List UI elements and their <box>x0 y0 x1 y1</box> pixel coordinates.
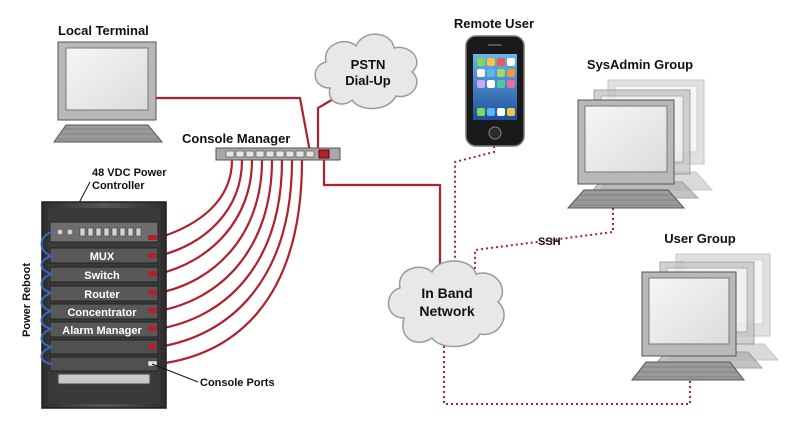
console-manager-ports <box>225 150 315 158</box>
cable-rack-3 <box>157 159 254 276</box>
cable-to-inband <box>322 160 442 270</box>
power-reboot-label: Power Reboot <box>21 263 33 337</box>
link-network-to-usergroup <box>443 336 691 405</box>
cable-rack-7 <box>157 159 294 349</box>
remote-user: Remote User <box>454 16 534 147</box>
sysadmin-terminal-front <box>566 99 686 209</box>
power-controller-label-line2: Controller <box>92 180 145 192</box>
sysadmin-group: SysAdmin Group <box>566 57 714 209</box>
link-phone-to-network <box>454 146 495 270</box>
uplink-port <box>318 149 330 159</box>
pstn-cloud: PSTN Dial-Up <box>314 33 418 110</box>
console-ports-label: Console Ports <box>200 377 275 389</box>
power-reboot-links <box>40 231 53 365</box>
console-ports-leader <box>151 363 199 383</box>
monitor-screen <box>65 47 149 111</box>
rack-unit-blank-2 <box>49 356 159 372</box>
rack-unit-label: Switch <box>84 270 120 282</box>
cable-rack-5 <box>157 159 274 313</box>
user-terminal-front <box>630 271 746 381</box>
inband-label-line1: In Band <box>421 285 472 301</box>
rack-unit-label: Concentrator <box>67 307 137 319</box>
keyboard-icon <box>53 124 164 143</box>
inband-dotted-links <box>443 146 691 405</box>
remote-user-label: Remote User <box>454 16 534 31</box>
link-sysadmin-to-network <box>474 208 614 270</box>
rack-unit-router: Router <box>49 285 159 302</box>
ssh-label: SSH <box>538 236 561 248</box>
keyboard-icon <box>630 361 746 381</box>
console-ports-callout: Console Ports <box>151 363 275 389</box>
cable-rack-6 <box>157 159 284 331</box>
inband-label-line2: Network <box>419 303 474 319</box>
user-group-label: User Group <box>664 231 736 246</box>
equipment-rack: MUX Switch Router Concentrator Alarm Man… <box>41 201 167 409</box>
rack-unit-alarm-manager: Alarm Manager <box>49 321 159 338</box>
cloud-shape <box>387 260 505 348</box>
cable-rack-2 <box>157 159 244 258</box>
console-manager: Console Manager <box>182 131 341 161</box>
rack-unit-label: Alarm Manager <box>62 325 142 337</box>
rack-unit-blank-1 <box>49 339 159 355</box>
power-controller-callout: 48 VDC Power Controller <box>69 167 167 221</box>
rack-unit-label: Router <box>84 289 120 301</box>
cable-rack-8 <box>157 159 304 366</box>
cable-local-terminal <box>148 96 312 153</box>
pstn-label-line1: PSTN <box>351 57 386 72</box>
rack-shelf <box>57 373 151 385</box>
sysadmin-group-label: SysAdmin Group <box>587 57 693 72</box>
inband-network-cloud: In Band Network <box>387 260 505 348</box>
rack-unit-label: MUX <box>90 251 115 263</box>
cloud-shape <box>314 33 418 110</box>
user-group: User Group <box>630 231 780 381</box>
phone-home-button <box>488 126 502 140</box>
console-manager-label: Console Manager <box>182 131 290 146</box>
local-terminal: Local Terminal <box>53 23 164 143</box>
cable-rack-1 <box>157 159 234 240</box>
cable-rack-4 <box>157 159 264 295</box>
rack-unit-concentrator: Concentrator <box>49 303 159 320</box>
rack-unit-mux: MUX <box>49 247 159 264</box>
local-terminal-label: Local Terminal <box>58 23 149 38</box>
phone-app-icons <box>477 58 515 116</box>
console-cables <box>148 94 442 366</box>
pstn-label-line2: Dial-Up <box>345 73 391 88</box>
power-controller-label-line1: 48 VDC Power <box>92 167 167 179</box>
keyboard-icon <box>566 189 686 209</box>
rack-unit-switch: Switch <box>49 266 159 283</box>
